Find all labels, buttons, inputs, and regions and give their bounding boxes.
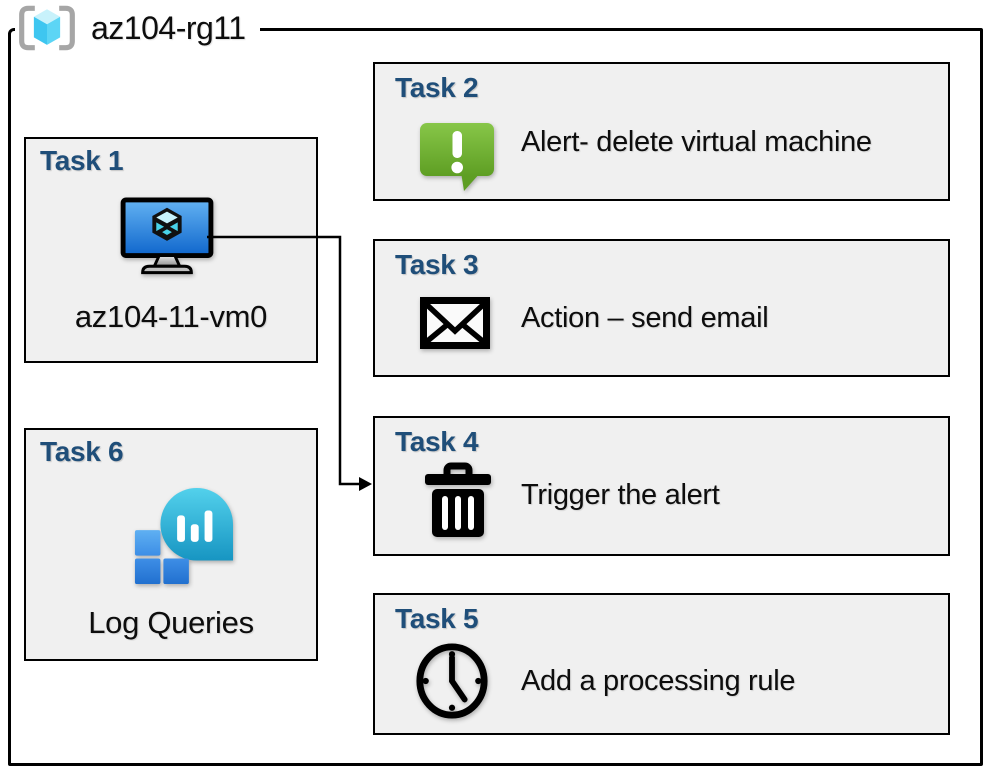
clock-icon (416, 643, 488, 719)
log-queries-label: Log Queries (88, 605, 254, 640)
log-analytics-icon (134, 487, 234, 585)
task-5-title: Task 5 (395, 603, 479, 634)
task-2-label: Alert- delete virtual machine (521, 126, 872, 158)
task-4-label: Trigger the alert (521, 479, 720, 511)
task-4-title: Task 4 (395, 426, 479, 457)
task-1-box: Task 1 az104-11-vm0 (24, 137, 318, 363)
trash-delete-icon (425, 462, 491, 537)
virtual-machine-icon (120, 197, 214, 275)
vm-name-label: az104-11-vm0 (74, 299, 268, 334)
task-3-title: Task 3 (395, 249, 479, 280)
resource-group-name: az104-rg11 (91, 9, 246, 46)
task-2-title: Task 2 (395, 72, 479, 103)
task-2-box: Task 2 Alert- delete virtual machine (373, 62, 950, 201)
task-6-title: Task 6 (40, 436, 124, 467)
task-6-box: Task 6 Log Queries (24, 428, 318, 661)
task-3-box: Task 3 Action – send email (373, 239, 950, 377)
task-4-box: Task 4 Trigger the alert (373, 416, 950, 556)
task-3-label: Action – send email (521, 302, 769, 334)
email-envelope-icon (420, 297, 490, 349)
task-1-title: Task 1 (40, 145, 124, 176)
resource-group-icon (19, 5, 75, 51)
task-5-label: Add a processing rule (521, 665, 796, 697)
resource-group-legend: az104-rg11 (15, 1, 260, 55)
task-5-box: Task 5 Add a processing rule (373, 593, 950, 735)
alert-message-icon (420, 123, 494, 191)
